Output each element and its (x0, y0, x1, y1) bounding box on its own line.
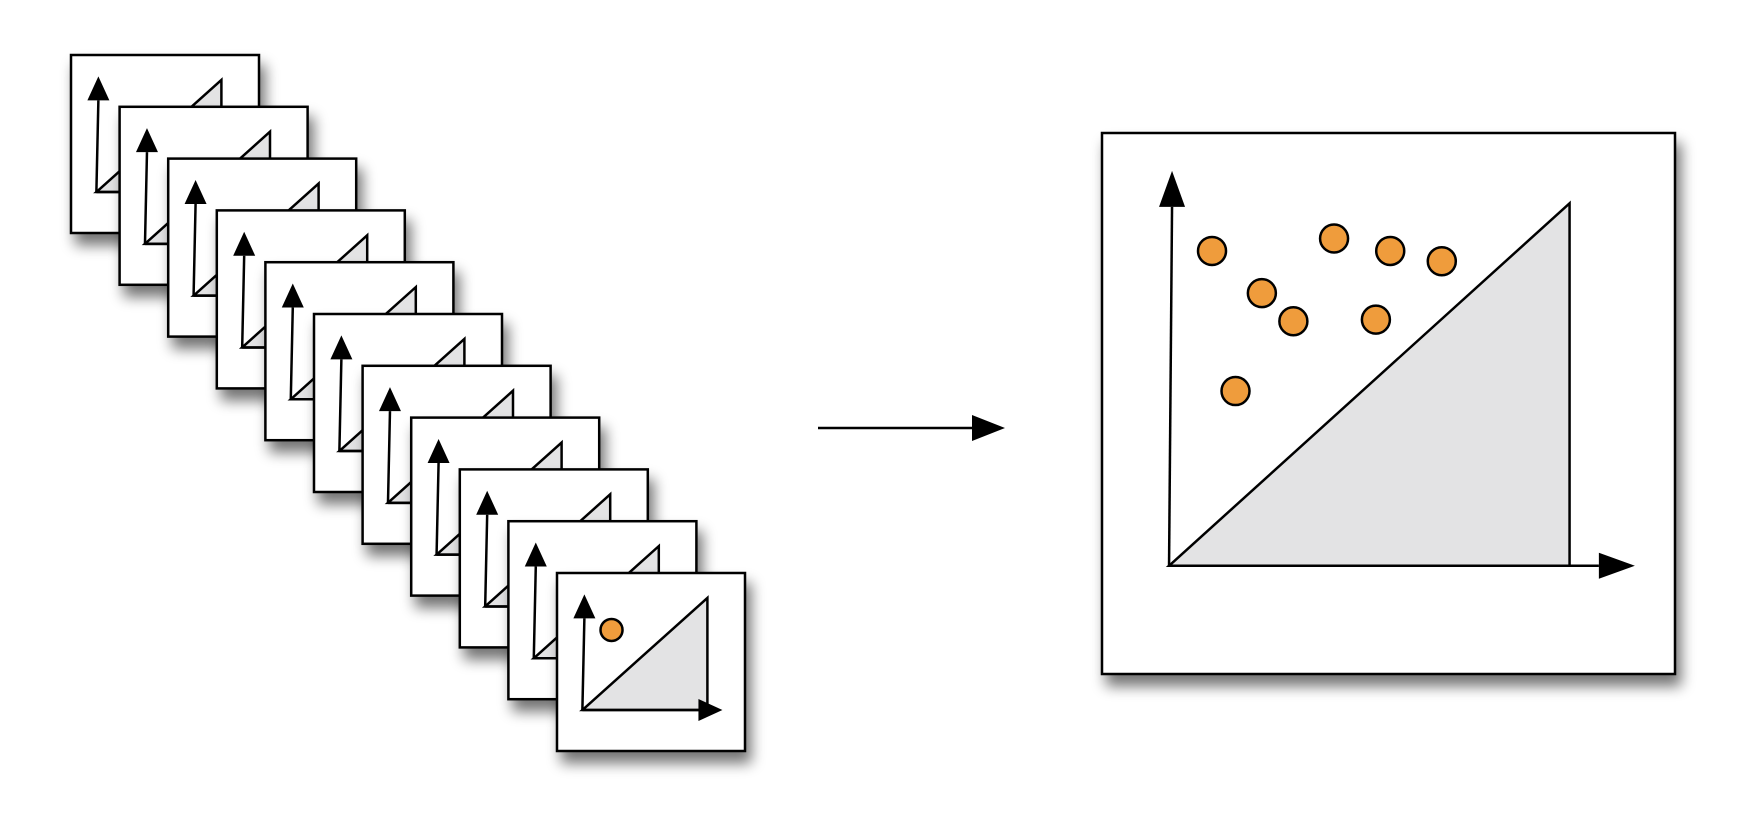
result-card-y-arrowhead-icon (1159, 170, 1186, 207)
stacked-card-y-axis (192, 203, 197, 296)
stacked-card-y-arrowhead-icon (135, 128, 158, 153)
stacked-card-y-arrowhead-icon (330, 335, 353, 360)
stacked-card-y-arrowhead-icon (427, 438, 450, 463)
data-point (1196, 235, 1228, 267)
data-point (1246, 277, 1278, 309)
front-card (555, 571, 747, 753)
data-point (1360, 304, 1392, 335)
stacked-card-y-arrowhead-icon (378, 387, 401, 412)
data-point (1426, 245, 1458, 277)
stacked-card-y-axis (289, 307, 295, 400)
arrow-head-icon (972, 415, 1005, 441)
stacked-card-y-axis (435, 462, 440, 555)
stacked-card-y-axis (386, 411, 392, 503)
data-point (1318, 223, 1350, 254)
result-card-y-axis (1167, 206, 1174, 566)
stacked-card-y-axis (483, 514, 489, 607)
stacked-card-y-axis (95, 100, 100, 193)
stacked-card-y-axis (338, 359, 343, 452)
data-point (1220, 375, 1251, 407)
data-point (599, 617, 624, 643)
right-arrow-icon (818, 415, 1005, 441)
result-panel (1100, 131, 1677, 676)
stacked-card-y-arrowhead-icon (87, 76, 110, 101)
stacked-card-y-axis (240, 255, 246, 348)
stacked-card-y-arrowhead-icon (184, 179, 207, 204)
result-card (1100, 131, 1677, 676)
stacked-card-y-axis (143, 152, 149, 244)
result-card-x-arrowhead-icon (1598, 552, 1635, 579)
stacked-card-y-arrowhead-icon (281, 283, 304, 308)
data-point (1374, 235, 1406, 267)
stacked-card-y-arrowhead-icon (233, 231, 256, 256)
card-stack (69, 53, 747, 753)
stacked-card-y-axis (532, 566, 538, 659)
front-card-y-arrowhead-icon (573, 594, 596, 619)
stacked-card-y-arrowhead-icon (524, 542, 547, 567)
stacked-card-y-arrowhead-icon (476, 490, 499, 515)
data-point (1278, 306, 1309, 337)
front-card-y-axis (581, 618, 586, 711)
front-card-x-arrowhead-icon (698, 699, 723, 722)
